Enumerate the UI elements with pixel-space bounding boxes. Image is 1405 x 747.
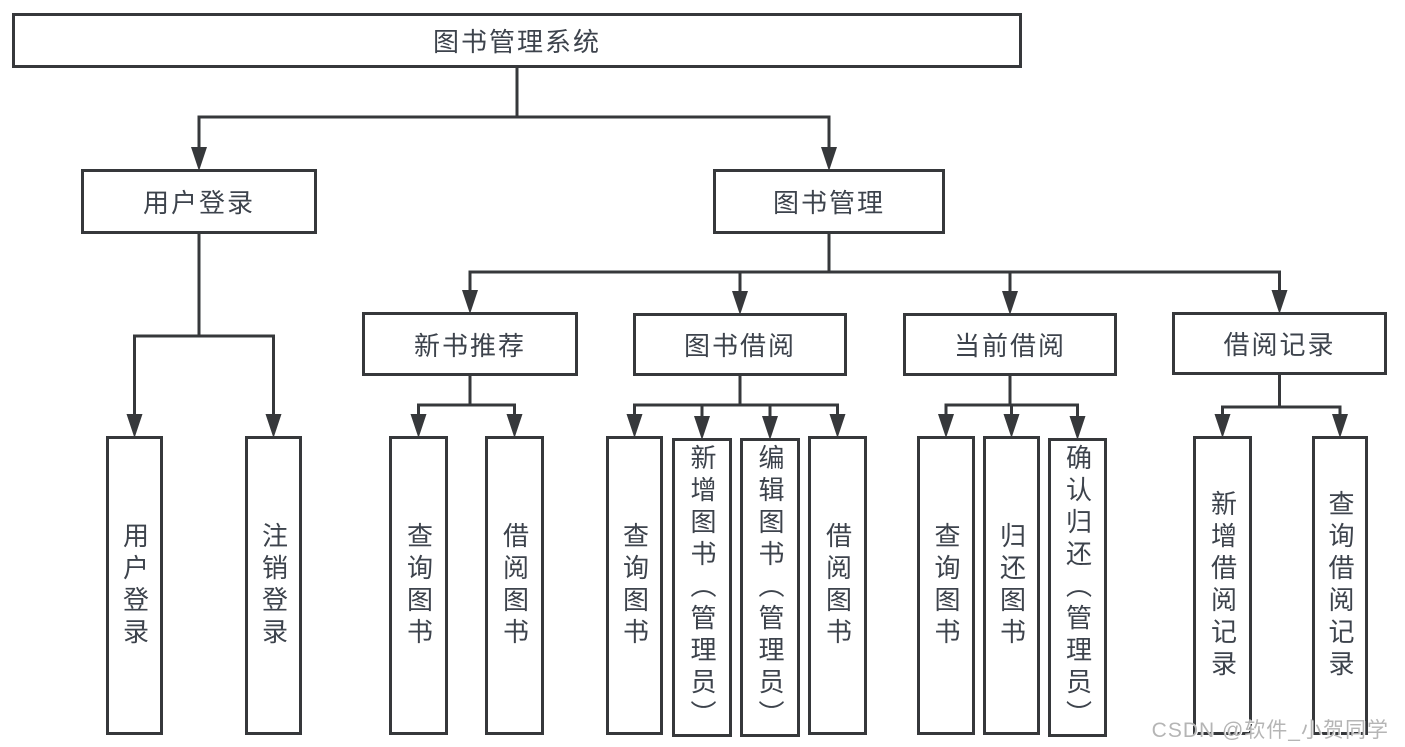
diagram-node-current-borrow: 当前借阅 xyxy=(903,313,1117,376)
diagram-node-user-login: 用户登录 xyxy=(81,169,317,234)
diagram-node-leaf-br-query: 查询借阅记录 xyxy=(1312,436,1368,735)
diagram-node-book-borrow: 图书借阅 xyxy=(633,313,847,376)
node-label: 新增借阅记录 xyxy=(1207,489,1238,682)
diagram-node-leaf-cb-confirm: 确认归还（管理员） xyxy=(1048,438,1107,737)
diagram-node-leaf-bb-query: 查询图书 xyxy=(606,436,663,735)
node-label: 当前借阅 xyxy=(953,331,1066,361)
diagram-node-leaf-bb-add: 新增图书（管理员） xyxy=(672,438,732,737)
node-label: 归还图书 xyxy=(996,521,1027,650)
node-label: 图书管理系统 xyxy=(432,27,601,57)
diagram-node-leaf-cb-return: 归还图书 xyxy=(983,436,1040,735)
watermark-text: CSDN @软件_小贺同学 xyxy=(1151,719,1389,742)
node-label: 确认归还（管理员） xyxy=(1062,443,1093,732)
node-label: 用户登录 xyxy=(119,521,150,650)
node-label: 借阅图书 xyxy=(822,521,853,650)
diagram-node-leaf-cb-query: 查询图书 xyxy=(917,436,975,735)
diagram-node-leaf-nbr-query: 查询图书 xyxy=(389,436,448,735)
node-label: 注销登录 xyxy=(258,521,289,650)
node-label: 用户登录 xyxy=(142,188,255,218)
node-label: 借阅记录 xyxy=(1223,330,1336,360)
node-label: 图书借阅 xyxy=(683,331,796,361)
node-label: 借阅图书 xyxy=(499,521,530,650)
node-label: 查询图书 xyxy=(619,521,650,650)
node-label: 查询图书 xyxy=(931,521,961,650)
diagram-node-leaf-bb-edit: 编辑图书（管理员） xyxy=(740,438,800,737)
node-label: 新增图书（管理员） xyxy=(687,443,717,732)
diagram-node-borrow-records: 借阅记录 xyxy=(1172,312,1387,375)
diagram-node-leaf-bb-borrow: 借阅图书 xyxy=(808,436,867,735)
diagram-node-root: 图书管理系统 xyxy=(12,13,1022,68)
diagram-node-book-mgmt: 图书管理 xyxy=(713,169,945,234)
diagram-node-leaf-nbr-borrow: 借阅图书 xyxy=(485,436,544,735)
node-label: 新书推荐 xyxy=(413,330,526,361)
node-label: 查询图书 xyxy=(403,521,434,650)
node-label: 图书管理 xyxy=(772,188,885,218)
diagram-node-leaf-br-add: 新增借阅记录 xyxy=(1193,436,1252,735)
node-label: 查询借阅记录 xyxy=(1325,489,1355,682)
diagram-node-leaf-logout: 注销登录 xyxy=(245,436,302,735)
node-label: 编辑图书（管理员） xyxy=(755,443,785,732)
diagram-node-leaf-user-login: 用户登录 xyxy=(106,436,163,735)
diagram-node-new-book-rec: 新书推荐 xyxy=(362,312,578,376)
